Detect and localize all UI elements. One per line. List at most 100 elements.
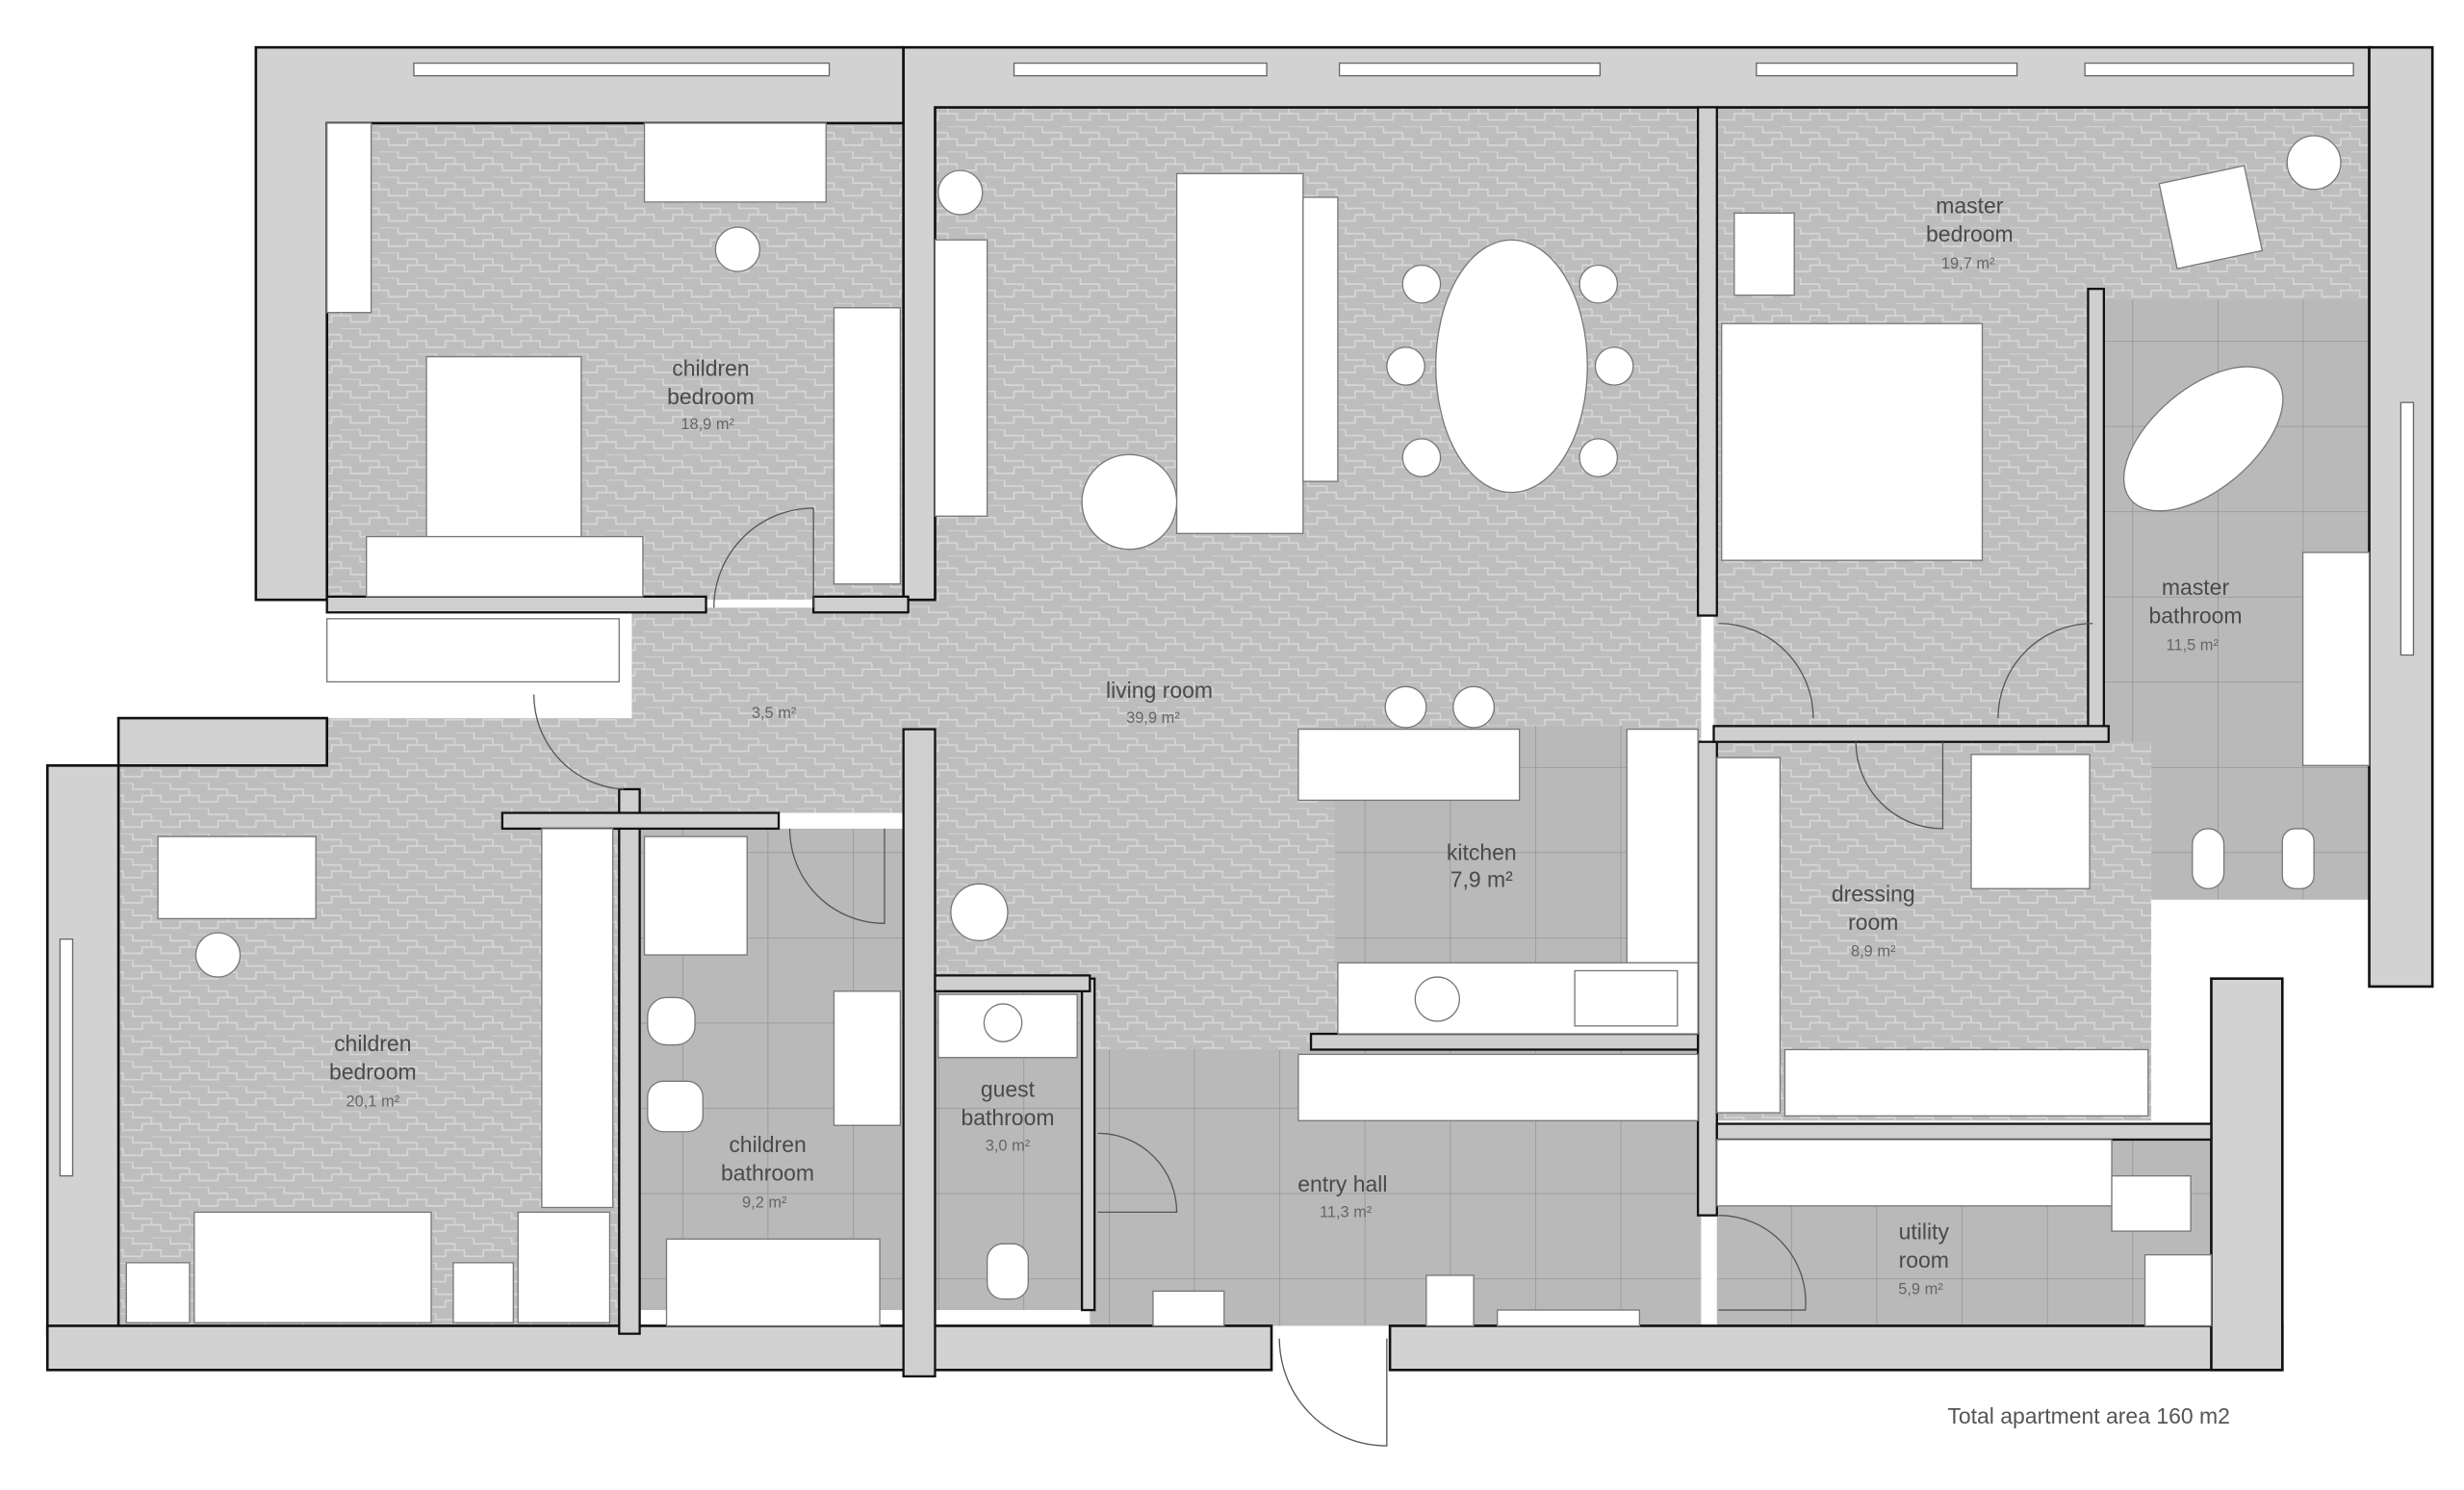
wall-guest-bath-top — [934, 974, 1091, 992]
room-area: 11,3 m² — [1320, 1203, 1373, 1220]
room-name: bathroom — [721, 1161, 814, 1186]
room-labels: children bedroom 18,9 m² 3,5 m² living r… — [329, 193, 2243, 1297]
room-name: children — [672, 355, 749, 380]
room-area: 19,7 m² — [1941, 255, 1995, 272]
bar-stool — [1384, 685, 1427, 729]
outer-wall-bottom-right — [1388, 1324, 2284, 1372]
tall-cabinet — [1626, 728, 1699, 963]
wardrobe — [833, 307, 902, 585]
room-name: entry hall — [1297, 1171, 1387, 1196]
room-area: 20,1 m² — [346, 1093, 399, 1111]
chair — [1401, 264, 1442, 304]
window — [1756, 62, 2018, 77]
tv-console — [934, 239, 988, 517]
window — [2084, 62, 2354, 77]
door-swing[interactable] — [1097, 1132, 1178, 1214]
door-swing[interactable] — [1997, 623, 2093, 719]
shower — [1970, 754, 2091, 889]
room-name: bathroom — [2149, 604, 2243, 629]
wall-children-bath-top — [500, 811, 781, 831]
room-name: guest — [981, 1077, 1036, 1102]
wall-living-left — [902, 728, 937, 1378]
door-swing[interactable] — [1855, 741, 1944, 830]
washing-machine — [2143, 1254, 2213, 1327]
doors — [533, 507, 2093, 1447]
furniture — [125, 122, 2371, 1327]
storage-row — [1297, 1053, 1699, 1121]
vanity — [833, 990, 902, 1126]
wall-guest-bath — [1080, 977, 1096, 1312]
wardrobe — [541, 828, 614, 1209]
desk-chair — [714, 226, 760, 272]
coffee-table — [1081, 453, 1178, 551]
shoe-cabinet — [1497, 1309, 1641, 1327]
cooktop — [1414, 976, 1460, 1022]
bed — [425, 355, 582, 548]
room-name: living room — [1106, 678, 1213, 703]
chair — [1386, 347, 1425, 386]
utility-cabinets — [1716, 1139, 2113, 1207]
room-area: 3,0 m² — [986, 1137, 1031, 1154]
side-table — [950, 883, 1009, 941]
chair — [1401, 438, 1442, 477]
windows — [59, 62, 2415, 1177]
room-area: 3,5 m² — [752, 705, 797, 722]
wardrobe — [326, 122, 372, 314]
toilet — [647, 1080, 704, 1133]
room-name: bedroom — [667, 384, 755, 409]
sink — [2111, 1175, 2192, 1232]
room-name: bedroom — [329, 1060, 417, 1085]
sofa — [193, 1211, 432, 1323]
wardrobe — [1784, 1048, 2149, 1118]
door-swing[interactable] — [1718, 1215, 1807, 1311]
room-name: master — [2162, 575, 2230, 600]
room-area: 39,9 m² — [1126, 709, 1180, 727]
cabinet — [517, 1211, 611, 1323]
shower — [643, 835, 748, 956]
nightstand — [1733, 212, 1795, 296]
door-swing[interactable] — [533, 694, 625, 790]
wall-hall-top-right — [811, 595, 910, 614]
room-name: dressing — [1832, 881, 1915, 906]
side-table — [2286, 135, 2342, 191]
room-area: 7,9 m² — [1450, 867, 1513, 892]
bidet — [647, 996, 696, 1046]
double-vanity — [2301, 552, 2371, 766]
bathtub — [665, 1238, 881, 1327]
outer-wall-right-bottom — [2210, 977, 2284, 1372]
room-name: bathroom — [961, 1105, 1054, 1130]
wall-master-bath-left — [2087, 287, 2105, 732]
total-area-label: Total apartment area 160 m2 — [1947, 1403, 2230, 1428]
room-name: bedroom — [1926, 221, 2014, 246]
toilet — [2192, 828, 2225, 889]
room-name: utility — [1899, 1219, 1950, 1244]
wall-utility-top — [1715, 1122, 2213, 1142]
sofa — [1175, 172, 1304, 534]
door-swing[interactable] — [713, 507, 814, 608]
wall-children-bath-left — [618, 787, 641, 1335]
door-swing[interactable] — [788, 828, 886, 924]
desk-chair — [194, 932, 242, 978]
door-swing[interactable] — [1718, 623, 1814, 719]
chair — [1578, 438, 1619, 477]
window — [59, 938, 74, 1177]
room-area: 8,9 m² — [1851, 943, 1896, 961]
room-area: 11,5 m² — [2167, 637, 2220, 655]
double-bed — [1721, 322, 1984, 561]
room-area: 9,2 m² — [742, 1194, 787, 1211]
toilet — [986, 1243, 1029, 1300]
wall-hall-top — [325, 595, 707, 614]
window — [413, 62, 831, 77]
stool — [1425, 1274, 1475, 1327]
wall-master-bath-bottom — [1712, 725, 2110, 743]
wall-dressing-left — [1696, 740, 1718, 1217]
room-name: kitchen — [1447, 840, 1517, 865]
floor-hall-small — [631, 607, 909, 813]
wall-kitchen-bottom — [1309, 1032, 1700, 1051]
outer-wall-bottom — [45, 1324, 1273, 1372]
window — [1338, 62, 1602, 77]
sink — [1574, 969, 1679, 1027]
window — [2400, 401, 2415, 656]
entrance-door[interactable] — [1278, 1338, 1388, 1447]
